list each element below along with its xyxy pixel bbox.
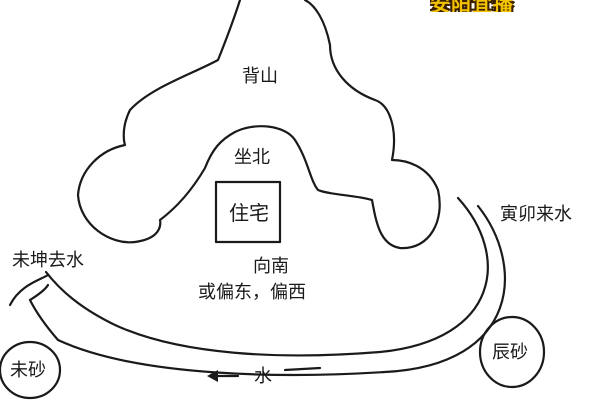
water-belt-outer xyxy=(44,196,489,357)
sitting-north-label: 坐北 xyxy=(234,147,270,168)
outflow-hook-inner xyxy=(28,283,50,302)
sand-right-mound xyxy=(478,315,546,389)
mountain-outline xyxy=(76,0,441,250)
residence-box xyxy=(214,180,282,244)
back-mountain-label: 背山 xyxy=(242,66,278,87)
facing-south-label: 向南 xyxy=(253,256,289,277)
offset-label: 或偏东，偏西 xyxy=(198,282,306,303)
water-belt-inner xyxy=(28,204,506,377)
water-flow-line-right xyxy=(283,366,322,372)
residence-label: 住宅 xyxy=(229,201,269,225)
water-label: 水 xyxy=(254,366,272,387)
sand-right-label: 辰砂 xyxy=(492,342,528,363)
outflow-hook xyxy=(8,273,50,307)
sand-left-label: 未砂 xyxy=(10,360,46,381)
water-in-label: 寅卯来水 xyxy=(500,204,572,225)
watermark-logo: 安阳宜播 xyxy=(430,0,514,12)
water-out-label: 未坤去水 xyxy=(12,250,84,271)
water-flow-arrowhead xyxy=(207,370,218,382)
sand-left-mound xyxy=(0,340,62,400)
